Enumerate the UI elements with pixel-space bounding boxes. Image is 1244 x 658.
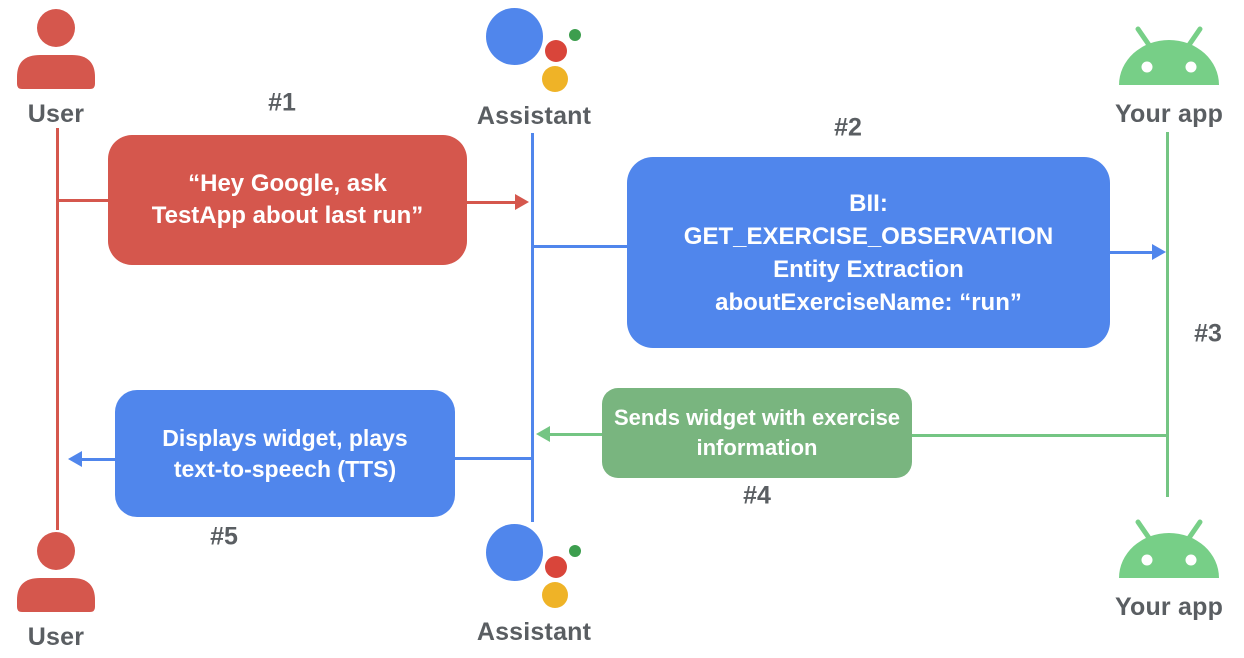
actor-user-top: User [10, 9, 102, 129]
arrow-box4-to-assistant [536, 426, 602, 442]
message-text: GET_EXERCISE_OBSERVATION [683, 222, 1054, 250]
assistant-green-dot [569, 545, 581, 557]
assistant-yellow-dot [542, 66, 568, 92]
user-icon [13, 532, 99, 617]
actor-app-bottom: Your app [1103, 518, 1235, 622]
actor-app-top: Your app [1103, 25, 1235, 129]
step-label-2: #2 [834, 113, 862, 142]
message-box-step1: “Hey Google, ask TestApp about last run” [108, 135, 467, 265]
assistant-icon [486, 8, 582, 92]
message-box-step4: Sends widget with exercise information [602, 388, 912, 478]
connector-assistant-to-box5 [455, 457, 533, 460]
message-box-step2: BII: GET_EXERCISE_OBSERVATION Entity Ext… [627, 157, 1110, 348]
message-box-step5: Displays widget, plays text-to-speech (T… [115, 390, 455, 517]
step-label-4: #4 [743, 481, 771, 510]
message-text: “Hey Google, ask [188, 170, 387, 197]
actor-assistant-top: Assistant [477, 8, 591, 131]
actor-label: Your app [1114, 593, 1224, 621]
assistant-green-dot [569, 29, 581, 41]
user-icon [13, 9, 99, 94]
actor-label: Assistant [476, 618, 592, 646]
arrow-box5-to-user [68, 451, 115, 467]
step-label-1: #1 [268, 88, 296, 117]
connector-user-to-box1 [58, 199, 108, 202]
actor-assistant-bottom: Assistant [477, 524, 591, 647]
message-text: Entity Extraction [773, 255, 964, 283]
assistant-icon [486, 524, 582, 608]
message-text: Sends widget with exercise [613, 405, 901, 430]
lifeline-assistant [531, 133, 534, 522]
connector-app-to-box4 [912, 434, 1168, 437]
android-icon [1117, 518, 1221, 585]
lifeline-user [56, 128, 59, 530]
message-text: aboutExerciseName: “run” [715, 288, 1022, 316]
actor-label: User [27, 623, 85, 651]
assistant-red-dot [545, 556, 567, 578]
arrow-box2-to-app [1110, 244, 1166, 260]
assistant-red-dot [545, 40, 567, 62]
message-text: BII: [849, 189, 888, 217]
actor-label: User [27, 100, 85, 128]
arrow-box1-to-assistant [467, 194, 529, 210]
lifeline-app [1166, 132, 1169, 497]
actor-user-bottom: User [10, 532, 102, 652]
message-text: Displays widget, plays [162, 424, 408, 451]
step-label-5: #5 [210, 522, 238, 551]
assistant-blue-dot [486, 8, 543, 65]
android-icon [1117, 25, 1221, 92]
step-label-3: #3 [1194, 319, 1222, 348]
connector-assistant-to-box2 [533, 245, 627, 248]
assistant-blue-dot [486, 524, 543, 581]
actor-label: Assistant [476, 102, 592, 130]
message-text: text-to-speech (TTS) [173, 455, 397, 482]
message-text: information [696, 435, 818, 460]
message-text: TestApp about last run” [151, 202, 424, 229]
assistant-yellow-dot [542, 582, 568, 608]
actor-label: Your app [1114, 100, 1224, 128]
